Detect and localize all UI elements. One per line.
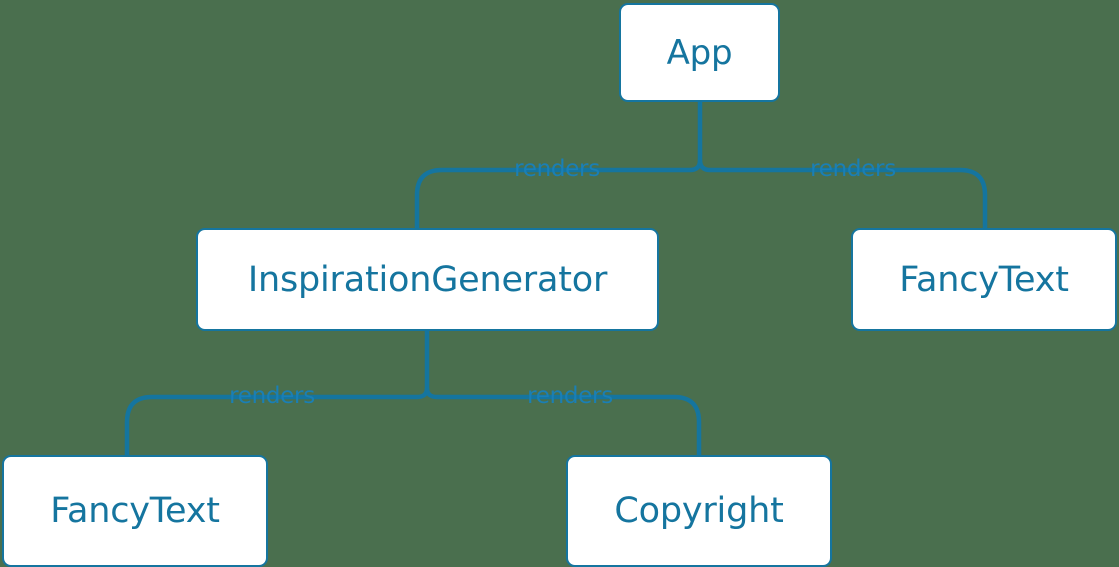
edge-label-app-to-inspirationgenerator: renders	[514, 156, 600, 182]
node-copyright[interactable]: Copyright	[566, 455, 832, 567]
node-fancytext-right[interactable]: FancyText	[851, 228, 1117, 331]
node-app-label: App	[666, 32, 733, 73]
node-inspirationgenerator[interactable]: InspirationGenerator	[196, 228, 659, 331]
edge-label-inspirationgenerator-to-fancytext-left: renders	[229, 383, 315, 409]
node-fancytext-right-label: FancyText	[899, 259, 1069, 300]
edge-label-app-to-fancytext-right: renders	[810, 156, 896, 182]
node-fancytext-left-label: FancyText	[50, 491, 220, 531]
node-inspirationgenerator-label: InspirationGenerator	[247, 259, 608, 300]
node-app[interactable]: App	[619, 3, 780, 102]
node-copyright-label: Copyright	[614, 491, 784, 531]
edge-label-inspirationgenerator-to-copyright: renders	[527, 383, 613, 409]
edge-inspirationgenerator-to-copyright	[424, 387, 702, 455]
node-fancytext-left[interactable]: FancyText	[2, 455, 268, 567]
edge-app-to-fancytext-right	[697, 159, 988, 228]
